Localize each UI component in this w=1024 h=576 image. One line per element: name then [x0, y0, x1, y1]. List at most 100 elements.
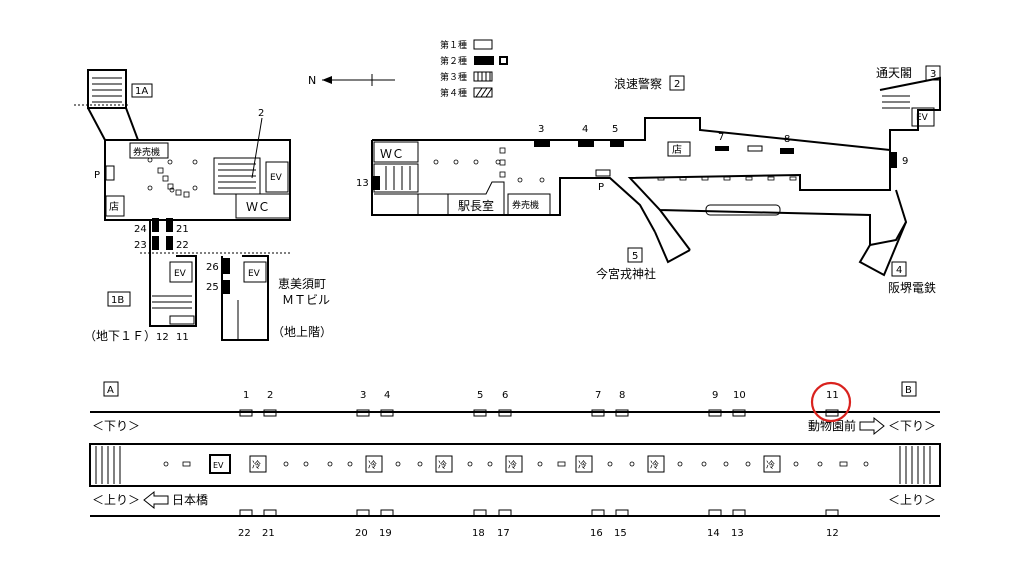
door-top-5: 5 [477, 390, 483, 401]
door-bottom-16: 16 [590, 528, 603, 539]
exit-24-label: 24 [134, 224, 147, 235]
shop-label-main: 店 [672, 143, 682, 156]
exit-1b-badge [107, 291, 131, 307]
door-bottom-13: 13 [731, 528, 744, 539]
ev-label-1b: EV [174, 269, 187, 279]
door-bottom-15: 15 [614, 528, 627, 539]
door-bottom-19: 19 [379, 528, 392, 539]
legend-type4-icon [473, 87, 493, 98]
legend-item-3: 第３種 [440, 71, 467, 83]
exit-13-label: 13 [356, 178, 369, 189]
exit-26-label: 26 [206, 262, 219, 273]
exit-2-name: 浪速警察 [614, 76, 662, 91]
main-concourse: ＷＣ 13 駅長室 券売機 3 4 5 7 8 9 店 P [356, 65, 941, 295]
cool-1: 冷 [252, 459, 261, 471]
exit-4-badge [891, 261, 907, 277]
ticket-machine-label-main: 券売機 [512, 199, 539, 211]
cool-2: 冷 [368, 459, 377, 471]
door-bottom-21: 21 [262, 528, 275, 539]
ticket-machine-label-left: 券売機 [133, 146, 160, 158]
down-label-right: ＜下り＞ [888, 419, 936, 433]
exit-3-number: 3 [930, 69, 936, 80]
ev-label-exit3: EV [916, 113, 929, 123]
exit-4-name: 阪堺電鉄 [888, 280, 936, 295]
exit-25-label: 25 [206, 282, 219, 293]
exit-3-name: 通天閣 [876, 66, 912, 80]
ev-label-platform: EV [213, 461, 224, 470]
legend-type2b-icon [499, 56, 508, 65]
door-bottom-12: 12 [826, 528, 839, 539]
exit-1a-badge [131, 83, 153, 98]
door-bottom-14: 14 [707, 528, 720, 539]
north-arrow: N [308, 74, 395, 87]
exit-9-label: 9 [902, 156, 908, 167]
cool-3: 冷 [438, 459, 447, 471]
cool-4: 冷 [508, 459, 517, 471]
wc-label-main: ＷＣ [380, 147, 404, 161]
up-label-right: ＜上り＞ [888, 493, 936, 507]
bottom-doors: 22 21 20 19 18 17 16 15 14 13 12 [238, 509, 839, 539]
exit-3-label: 3 [538, 124, 544, 135]
exit-5-badge [627, 247, 643, 263]
north-label: N [308, 74, 316, 87]
exit-4-label: 4 [582, 124, 588, 135]
exit-22-label: 22 [176, 240, 189, 251]
door-top-3: 3 [360, 390, 366, 401]
exit-7-label: 7 [718, 132, 724, 143]
door-bottom-20: 20 [355, 528, 368, 539]
ev-label-mt: EV [248, 269, 261, 279]
legend: 第１種 第２種 第３種 第４種 [440, 39, 508, 99]
door-top-1: 1 [243, 390, 249, 401]
shop-label-left: 店 [109, 200, 119, 213]
exit-1a-label: 1A [135, 86, 148, 97]
exit-2-badge [669, 75, 685, 91]
exit-2-number: 2 [674, 79, 680, 90]
building-name-1: 恵美須町 [278, 277, 326, 291]
door-bottom-22: 22 [238, 528, 251, 539]
legend-type3-icon [473, 71, 493, 82]
door-top-2: 2 [267, 390, 273, 401]
ev-label-left: EV [270, 173, 283, 183]
cool-6: 冷 [650, 459, 659, 471]
exit-21-label: 21 [176, 224, 189, 235]
highlight-circle [810, 381, 852, 423]
up-label-left: ＜上り＞ [92, 493, 140, 507]
arrow-left-icon [143, 490, 169, 510]
wc-label-left: ＷＣ [246, 200, 270, 214]
top-doors: 1 2 3 4 5 6 7 8 9 10 11 [239, 381, 852, 423]
door-bottom-17: 17 [497, 528, 510, 539]
down-label-left: ＜下り＞ [92, 419, 140, 433]
exit-2-label-left: 2 [258, 108, 264, 119]
building-name-2: ＭＴビル [282, 293, 330, 307]
door-top-8: 8 [619, 390, 625, 401]
door-top-9: 9 [712, 390, 718, 401]
platform-end-b: B [905, 385, 912, 396]
exit-1b-label: 1B [111, 295, 124, 306]
p-label-left: P [94, 170, 100, 181]
exit-5-name: 今宮戎神社 [596, 266, 656, 281]
legend-item-4: 第４種 [440, 87, 467, 99]
ground-floor-label: （地上階） [272, 324, 332, 339]
b1f-label: （地下１Ｆ） [84, 329, 156, 343]
door-top-6: 6 [502, 390, 508, 401]
legend-item-1: 第１種 [440, 39, 467, 51]
platform-end-a: A [107, 385, 114, 396]
door-bottom-18: 18 [472, 528, 485, 539]
cool-5: 冷 [578, 459, 587, 471]
cool-7: 冷 [766, 459, 775, 471]
platform: A B ＜下り＞ ＜下り＞ 動物園前 ＜上り＞ ＜上り＞ 日本橋 1 2 3 4… [89, 381, 941, 539]
up-direction: 日本橋 [172, 493, 208, 507]
door-top-7: 7 [595, 390, 601, 401]
door-top-11: 11 [826, 390, 839, 401]
exit-8-label: 8 [784, 134, 790, 145]
station-office-label: 駅長室 [458, 198, 494, 213]
exit-5-number: 5 [632, 251, 638, 262]
legend-type1-icon [473, 39, 493, 50]
exit-3-badge [925, 65, 941, 81]
p-label-main: P [598, 182, 604, 193]
exit-11-label-left: 11 [176, 332, 189, 343]
arrow-right-icon [859, 416, 885, 436]
door-top-10: 10 [733, 390, 746, 401]
left-concourse: 1A 券売機 EV ＷＣ 2 店 P 24 21 23 22 [74, 69, 332, 343]
